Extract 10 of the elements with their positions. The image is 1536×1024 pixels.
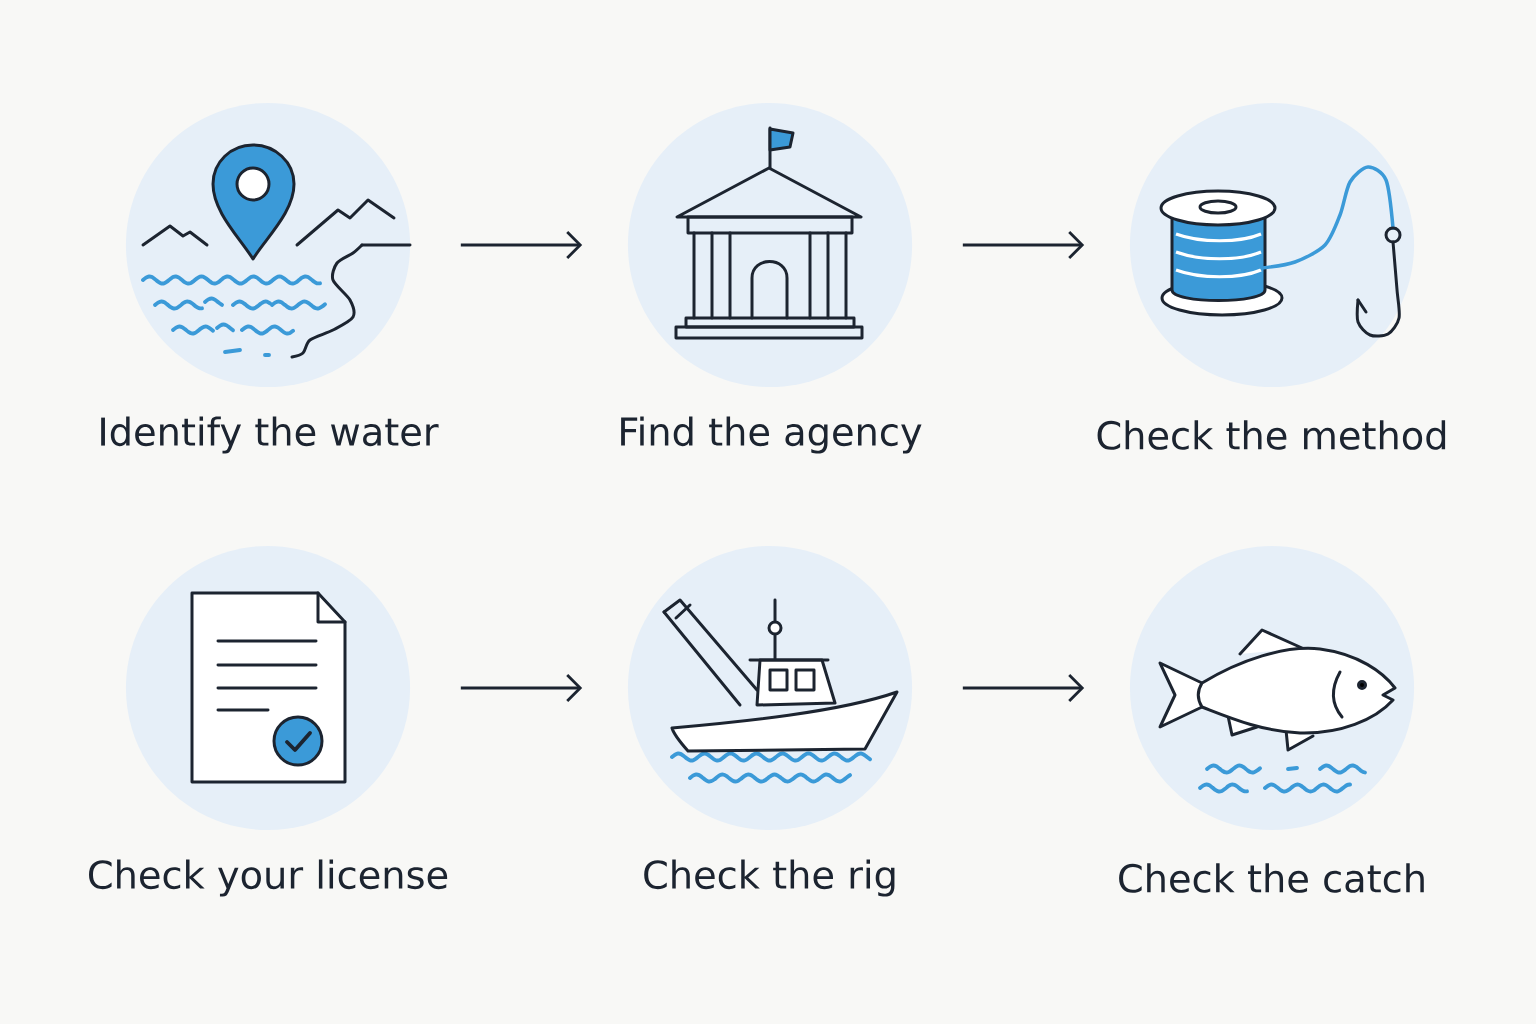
step-label: Identify the water [101,416,439,454]
arrow [460,674,583,702]
step-label: Check your license [89,859,448,897]
step-label: Check the method [1097,420,1446,450]
step-label: Check the rig [644,859,895,897]
step-label: Check the catch [1119,863,1424,893]
arrow [962,231,1085,259]
arrow [460,231,583,259]
step-label: Find the agency [621,416,922,454]
arrow [962,674,1085,702]
